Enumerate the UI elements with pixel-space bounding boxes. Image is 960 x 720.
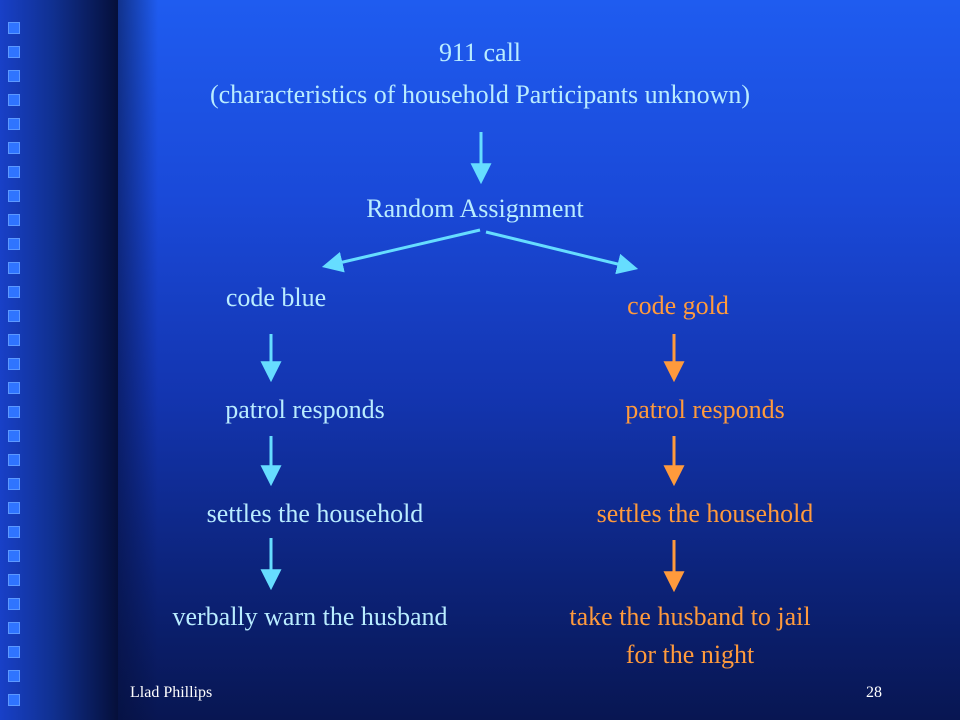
decorative-square — [8, 454, 20, 466]
decorative-square — [8, 478, 20, 490]
arrow-assignment-to-gold — [485, 230, 639, 275]
node-911-call-subtitle: (characteristics of household Participan… — [209, 80, 751, 109]
node-gold-patrol-responds: patrol responds — [625, 395, 785, 424]
node-verbally-warn: verbally warn the husband — [172, 602, 448, 631]
decorative-square — [8, 190, 20, 202]
decorative-square — [8, 70, 20, 82]
node-blue-settles-household: settles the household — [206, 499, 424, 528]
decorative-square — [8, 142, 20, 154]
decorative-square — [8, 262, 20, 274]
decorative-square — [8, 526, 20, 538]
decorative-square — [8, 286, 20, 298]
decorative-squares — [8, 0, 30, 720]
decorative-square — [8, 214, 20, 226]
decorative-square — [8, 646, 20, 658]
node-take-to-jail: take the husband to jail — [569, 602, 811, 631]
decorative-square — [8, 406, 20, 418]
footer-page-number: 28 — [866, 684, 882, 701]
decorative-square — [8, 574, 20, 586]
decorative-square — [8, 694, 20, 706]
left-band-fade — [118, 0, 158, 720]
decorative-square — [8, 502, 20, 514]
decorative-square — [8, 670, 20, 682]
node-code-gold: code gold — [627, 291, 729, 320]
decorative-square — [8, 310, 20, 322]
node-random-assignment: Random Assignment — [366, 194, 584, 223]
arrow-assignment-to-blue — [321, 228, 481, 273]
decorative-square — [8, 334, 20, 346]
decorative-square — [8, 598, 20, 610]
node-911-call: 911 call — [438, 38, 522, 67]
decorative-square — [8, 118, 20, 130]
node-blue-patrol-responds: patrol responds — [225, 395, 385, 424]
decorative-square — [8, 238, 20, 250]
node-code-blue: code blue — [225, 283, 327, 312]
decorative-square — [8, 382, 20, 394]
decorative-square — [8, 550, 20, 562]
decorative-square — [8, 166, 20, 178]
node-gold-settles-household: settles the household — [596, 499, 814, 528]
decorative-square — [8, 430, 20, 442]
decorative-square — [8, 622, 20, 634]
decorative-square — [8, 46, 20, 58]
decorative-square — [8, 22, 20, 34]
node-take-to-jail-line2: for the night — [625, 640, 755, 669]
decorative-square — [8, 94, 20, 106]
footer-author: Llad Phillips — [130, 684, 213, 701]
decorative-square — [8, 358, 20, 370]
